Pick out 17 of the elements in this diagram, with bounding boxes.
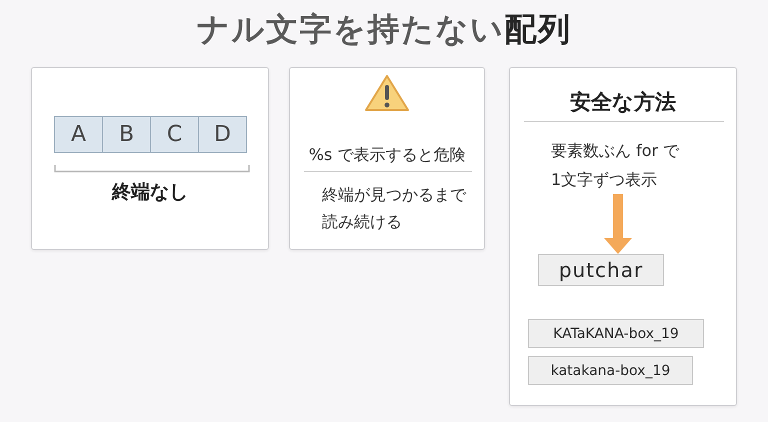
panel-heading: 安全な方法 <box>570 89 676 116</box>
instruction-text: 要素数ぶん for で1文字ずつ表示 <box>551 136 685 194</box>
title: ナル文字を持たない配列 <box>196 9 572 50</box>
description-text: 終端が見つかるまで読み続ける <box>322 184 468 233</box>
caption-text: 終端なし <box>112 180 188 205</box>
panel <box>509 67 737 406</box>
code-box: putchar <box>538 254 664 286</box>
array-cell: A <box>54 116 103 153</box>
warning-text: %s で表示すると危険 <box>308 145 466 166</box>
array-cell: D <box>198 116 247 153</box>
arrow <box>604 194 632 254</box>
array-cell: B <box>102 116 151 153</box>
label-box: KATaKANA-box_19 <box>528 319 704 348</box>
array-cell: C <box>150 116 199 153</box>
panel <box>289 67 485 250</box>
label-box: katakana-box_19 <box>528 356 693 385</box>
panel <box>31 67 269 250</box>
